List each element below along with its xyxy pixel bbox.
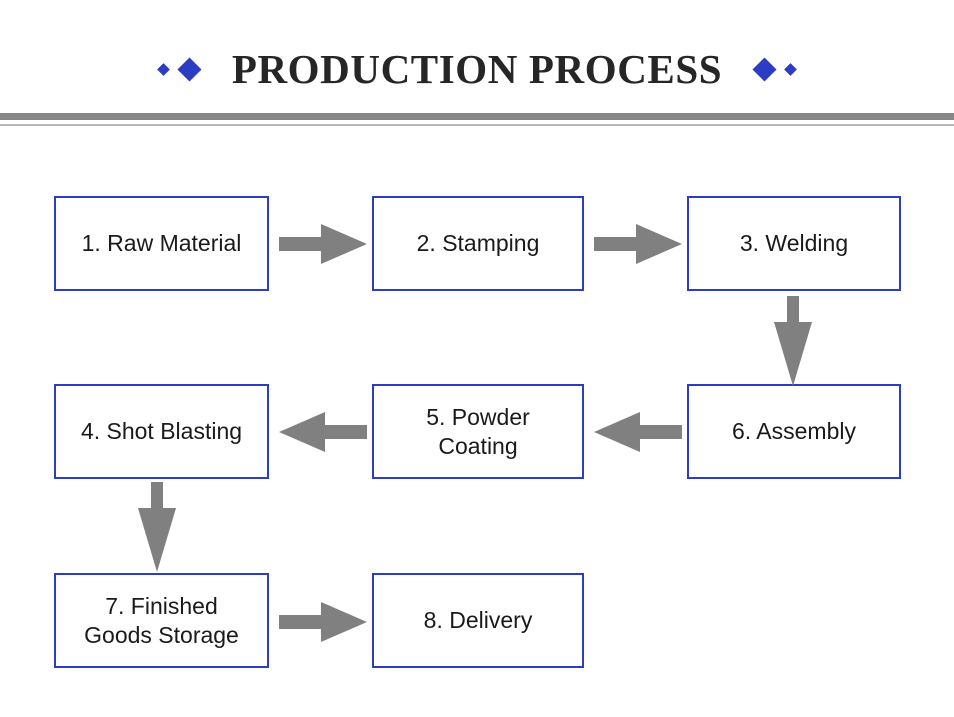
flow-step-5[interactable]: 5. Powder Coating (372, 384, 584, 479)
flow-step-label: 5. Powder Coating (426, 403, 530, 459)
flow-step-label: 1. Raw Material (81, 230, 242, 257)
title-decoration-left (156, 56, 202, 82)
flow-step-label: 4. Shot Blasting (80, 418, 243, 445)
arrow-right-icon-step1-to-step2 (279, 222, 367, 266)
arrow-left-icon-step6-to-step5 (594, 410, 682, 454)
arrow-down-icon-step3-to-step6 (774, 296, 812, 386)
flow-step-label: 7. Finished Goods Storage (84, 592, 239, 648)
flow-step-8[interactable]: 8. Delivery (372, 573, 584, 668)
arrow-right-icon-step2-to-step3 (594, 222, 682, 266)
arrow-left-icon-step5-to-step4 (279, 410, 367, 454)
title-divider-thin (0, 124, 954, 126)
diamond-small-icon (156, 62, 170, 76)
flow-step-1[interactable]: 1. Raw Material (54, 196, 269, 291)
flow-step-3[interactable]: 3. Welding (687, 196, 901, 291)
title-divider-thick (0, 113, 954, 120)
arrow-right-icon-step7-to-step8 (279, 600, 367, 644)
flow-step-label: 3. Welding (739, 230, 849, 257)
flow-step-label: 2. Stamping (416, 230, 540, 257)
slide-title-bar: PRODUCTION PROCESS (0, 36, 954, 102)
diamond-small-icon (784, 62, 798, 76)
title-decoration-right (752, 56, 798, 82)
page-title: PRODUCTION PROCESS (231, 45, 723, 92)
flow-step-6[interactable]: 6. Assembly (687, 384, 901, 479)
flow-step-7[interactable]: 7. Finished Goods Storage (54, 573, 269, 668)
flow-step-4[interactable]: 4. Shot Blasting (54, 384, 269, 479)
flow-step-label: 6. Assembly (732, 418, 856, 445)
flow-step-2[interactable]: 2. Stamping (372, 196, 584, 291)
diamond-large-icon (752, 56, 777, 82)
flow-step-label: 8. Delivery (423, 607, 533, 634)
arrow-down-icon-step4-to-step7 (138, 482, 176, 572)
